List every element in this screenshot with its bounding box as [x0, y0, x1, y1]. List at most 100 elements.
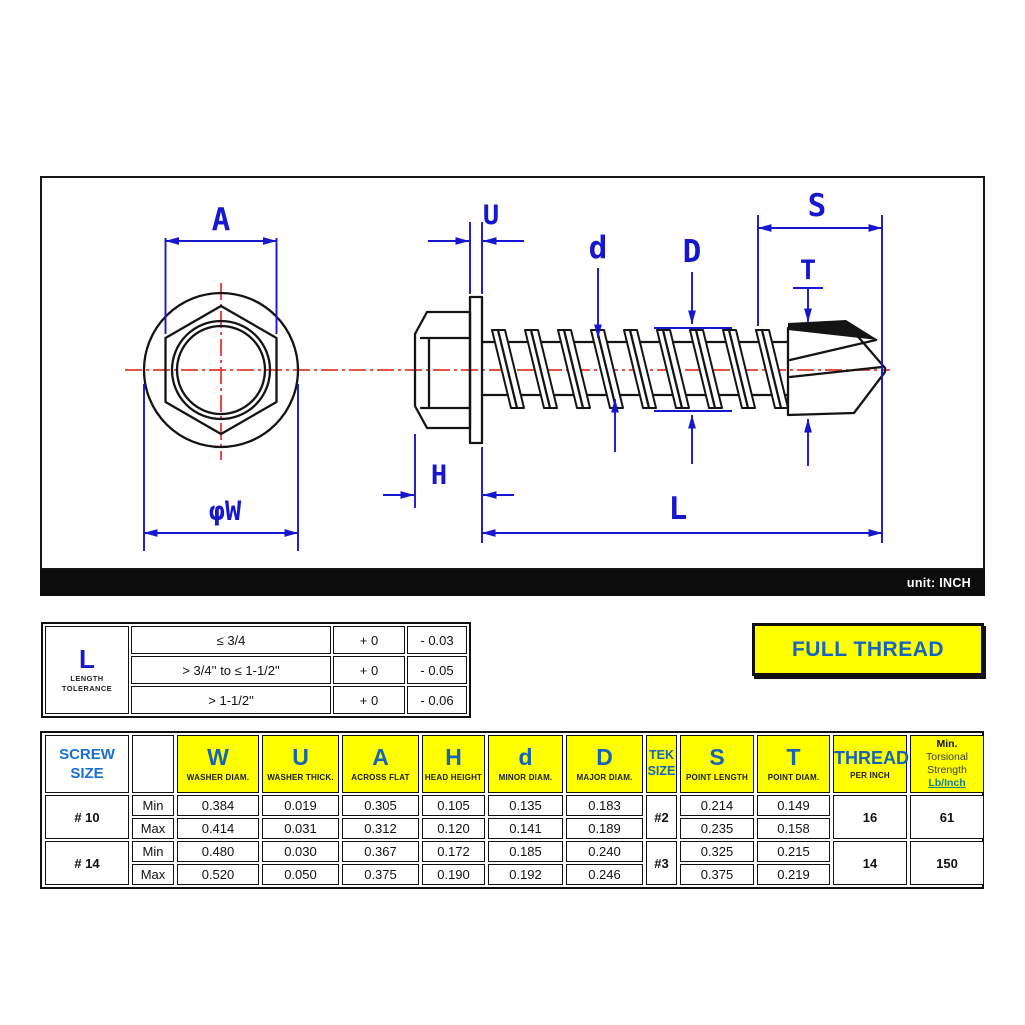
- minmax-label: Min: [132, 841, 174, 862]
- value-cell: 0.240: [566, 841, 643, 862]
- dim-label-across-flat: A: [212, 202, 231, 238]
- tolerance-range: > 1-1/2": [131, 686, 331, 714]
- dim-label-major-diam: D: [683, 234, 702, 270]
- thread-per-inch-cell: 16: [833, 795, 907, 839]
- tolerance-row: > 1-1/2" + 0 - 0.06: [45, 686, 467, 714]
- value-cell: 0.219: [757, 864, 830, 885]
- value-cell: 0.149: [757, 795, 830, 816]
- spec-row-14-min: # 14 Min 0.480 0.030 0.367 0.172 0.185 0…: [45, 841, 984, 885]
- drill-flute-line-1: [788, 338, 878, 362]
- dimensions: [143, 215, 883, 551]
- dim-label-head-height: H: [431, 460, 447, 491]
- value-cell: 0.030: [262, 841, 339, 862]
- unit-label: unit: INCH: [906, 576, 971, 590]
- minmax-label: Min: [132, 795, 174, 816]
- drill-point: [786, 320, 887, 417]
- tolerance-plus: + 0: [333, 626, 405, 654]
- value-cell: 0.480: [177, 841, 259, 862]
- col-header-tek-size: TEK SIZE: [646, 735, 677, 793]
- spec-row-10-min: # 10 Min 0.384 0.019 0.305 0.105 0.135 0…: [45, 795, 984, 839]
- tolerance-row: > 3/4'' to ≤ 1-1/2" + 0 - 0.05: [45, 656, 467, 684]
- tolerance-header-cell: L LENGTH TOLERANCE: [45, 626, 129, 714]
- value-cell: 0.158: [757, 818, 830, 839]
- tek-size-cell: #2: [646, 795, 677, 839]
- drill-flute-line-2: [788, 365, 884, 379]
- value-cell: 0.375: [680, 864, 754, 885]
- dim-label-length: L: [669, 491, 688, 527]
- value-cell: 0.367: [342, 841, 419, 862]
- value-cell: 0.325: [680, 841, 754, 862]
- minmax-label: Max: [132, 864, 174, 885]
- dim-label-minor-diam: d: [589, 230, 608, 266]
- value-cell: 0.384: [177, 795, 259, 816]
- tolerance-plus: + 0: [333, 686, 405, 714]
- tolerance-minus: - 0.06: [407, 686, 467, 714]
- value-cell: 0.235: [680, 818, 754, 839]
- hex-outline: [164, 304, 278, 436]
- washer-flange: [468, 295, 484, 445]
- col-header-torsional-strength: Min. Torsional Strength Lb/Inch: [910, 735, 984, 793]
- minmax-label: Max: [132, 818, 174, 839]
- value-cell: 0.246: [566, 864, 643, 885]
- value-cell: 0.141: [488, 818, 563, 839]
- torsional-strength-cell: 61: [910, 795, 984, 839]
- drill-flute-shadow: [788, 320, 878, 340]
- thread-per-inch-cell: 14: [833, 841, 907, 885]
- value-cell: 0.214: [680, 795, 754, 816]
- col-header-screw-size: SCREW SIZE: [45, 735, 129, 793]
- tolerance-row: L LENGTH TOLERANCE ≤ 3/4 + 0 - 0.03: [45, 626, 467, 714]
- value-cell: 0.520: [177, 864, 259, 885]
- col-header-point-length: S POINT LENGTH: [680, 735, 754, 793]
- tolerance-title-line1: LENGTH: [70, 673, 104, 683]
- value-cell: 0.105: [422, 795, 485, 816]
- shank-circle-inner: [175, 324, 267, 416]
- tolerance-title-line2: TOLERANCE: [61, 684, 113, 693]
- length-tolerance-table: L LENGTH TOLERANCE ≤ 3/4 + 0 - 0.03 > 3/…: [41, 622, 471, 718]
- tolerance-minus: - 0.03: [407, 626, 467, 654]
- technical-drawing-panel: A U S d D T H φW L: [40, 176, 985, 570]
- tolerance-range: > 3/4'' to ≤ 1-1/2": [131, 656, 331, 684]
- screw-drawing-svg: A U S d D T H φW L: [125, 188, 890, 551]
- value-cell: 0.031: [262, 818, 339, 839]
- dim-label-point-diam: T: [800, 255, 816, 286]
- torsional-strength-cell: 150: [910, 841, 984, 885]
- col-header-point-diam: T POINT DIAM.: [757, 735, 830, 793]
- unit-bar: unit: INCH: [40, 570, 985, 596]
- dim-label-washer-thick: U: [483, 200, 499, 231]
- col-header-minor-diam: d MINOR DIAM.: [488, 735, 563, 793]
- spec-table: SCREW SIZE W WASHER DIAM. U WASHER THICK…: [40, 731, 984, 889]
- col-header-head-height: H HEAD HEIGHT: [422, 735, 485, 793]
- value-cell: 0.312: [342, 818, 419, 839]
- tolerance-plus: + 0: [333, 656, 405, 684]
- value-cell: 0.192: [488, 864, 563, 885]
- front-view: [142, 291, 300, 449]
- col-header-thread-per-inch: THREAD PER INCH: [833, 735, 909, 793]
- col-header-major-diam: D MAJOR DIAM.: [566, 735, 643, 793]
- thread-crests: [491, 328, 789, 410]
- spec-header-row: SCREW SIZE W WASHER DIAM. U WASHER THICK…: [45, 735, 984, 793]
- spec-row-10-max: Max 0.414 0.031 0.312 0.120 0.141 0.189 …: [45, 818, 984, 839]
- full-thread-badge: FULL THREAD: [752, 623, 984, 676]
- tolerance-minus: - 0.05: [407, 656, 467, 684]
- washer-outline-circle: [142, 291, 300, 449]
- value-cell: 0.183: [566, 795, 643, 816]
- tolerance-symbol: L: [79, 643, 95, 674]
- value-cell: 0.305: [342, 795, 419, 816]
- tolerance-range: ≤ 3/4: [131, 626, 331, 654]
- value-cell: 0.050: [262, 864, 339, 885]
- screw-size-cell: # 10: [45, 795, 129, 839]
- centerlines: [125, 283, 890, 460]
- tek-size-cell: #3: [646, 841, 677, 885]
- dimension-labels: A U S d D T H φW L: [209, 188, 827, 527]
- screw-size-cell: # 14: [45, 841, 129, 885]
- col-header-minmax-empty: [132, 735, 174, 793]
- value-cell: 0.189: [566, 818, 643, 839]
- value-cell: 0.019: [262, 795, 339, 816]
- value-cell: 0.414: [177, 818, 259, 839]
- full-thread-label: FULL THREAD: [791, 637, 945, 661]
- side-view: [413, 295, 887, 445]
- dim-label-washer-diam: φW: [209, 496, 242, 527]
- shank-circle-outer: [170, 319, 272, 421]
- col-header-washer-diam: W WASHER DIAM.: [177, 735, 259, 793]
